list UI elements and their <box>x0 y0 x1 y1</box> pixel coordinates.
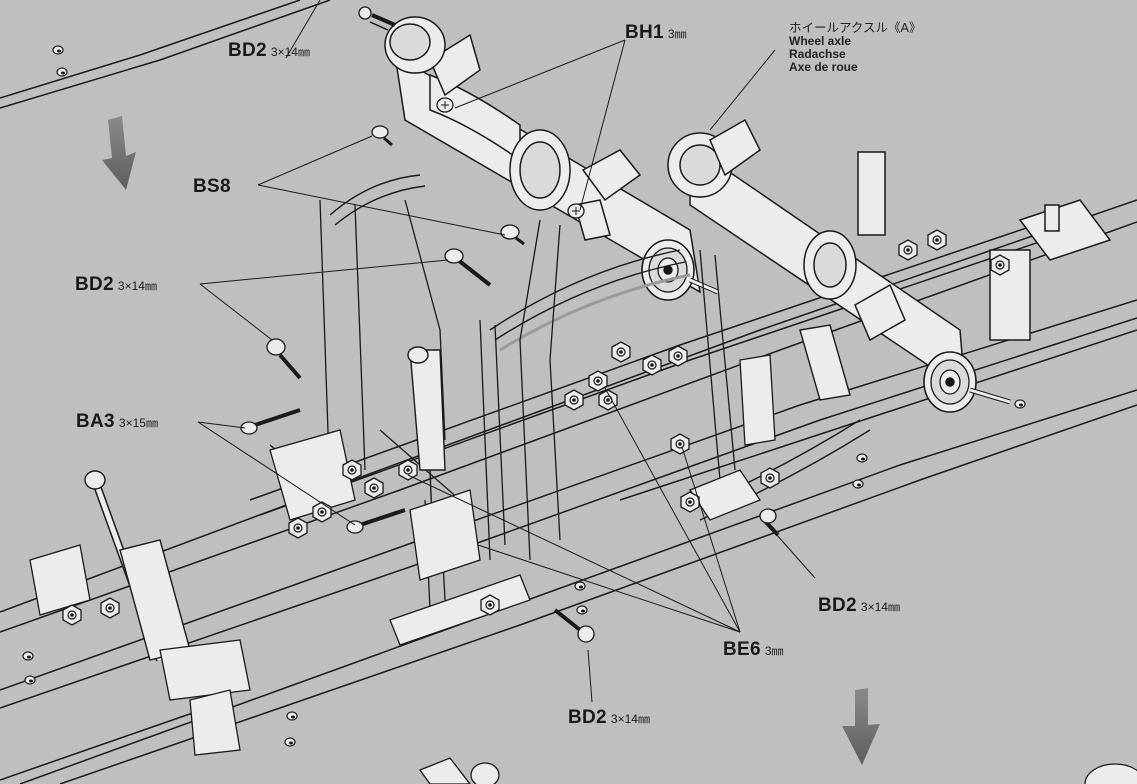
shock-absorbers <box>84 324 851 662</box>
screws <box>240 6 780 643</box>
bs8-label: BS8 <box>193 176 231 197</box>
brackets <box>29 354 776 756</box>
leader-lines <box>197 0 816 703</box>
rear-axle <box>369 16 719 301</box>
down-arrow-icon <box>842 688 880 765</box>
front-axle <box>667 118 1112 413</box>
down-arrow-icon <box>102 116 136 190</box>
bottom-parts <box>418 757 1137 784</box>
wheel-axle-label: ホイールアクスル《A》 Wheel axle Radachse Axe de r… <box>789 21 922 74</box>
